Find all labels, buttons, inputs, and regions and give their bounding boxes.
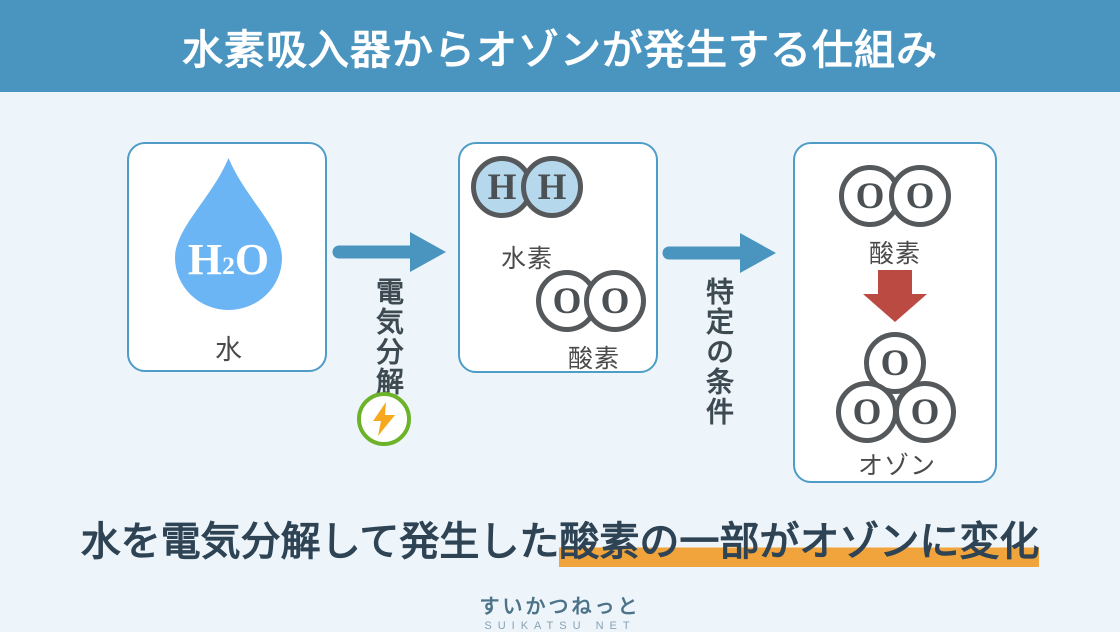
water-label: 水 — [215, 335, 243, 365]
condition-label: 特定の条件 — [703, 277, 734, 427]
transform-arrow-down-icon — [863, 270, 927, 322]
formula-sub: 2 — [222, 251, 235, 281]
oxygen-atom: O — [889, 165, 951, 227]
gas-box: H H 水素 O O 酸素 — [458, 142, 658, 373]
caption-normal-text: 水を電気分解して発生した — [80, 520, 560, 564]
oxygen-atom: O — [894, 381, 956, 443]
flow-arrow-right-icon — [662, 233, 776, 273]
water-droplet-icon — [175, 158, 282, 310]
header-banner: 水素吸入器からオゾンが発生する仕組み — [0, 0, 1120, 92]
ozone-box: O O 酸素 O O O オゾン — [793, 142, 997, 483]
hydrogen-atom: H — [521, 156, 583, 218]
site-name: すいかつねっと — [479, 596, 641, 618]
caption-highlighted-text: 酸素の一部がオゾンに変化 — [559, 520, 1040, 567]
hydrogen-label: 水素 — [500, 245, 553, 273]
lightning-icon — [357, 392, 411, 446]
site-footer: すいかつねっと SUIKATSU NET — [0, 590, 1120, 632]
ozone-molecule: O O O — [836, 332, 956, 443]
oxygen-label: 酸素 — [868, 240, 921, 268]
oxygen-molecule: O O — [536, 270, 646, 332]
flow-arrow-right-icon — [332, 232, 446, 272]
electrolysis-label: 電気分解 — [373, 277, 404, 397]
formula-tail: O — [234, 234, 270, 284]
summary-caption: 水を電気分解して発生した酸素の一部がオゾンに変化 — [0, 516, 1120, 568]
ozone-label: オゾン — [857, 452, 936, 480]
hydrogen-molecule: H H — [471, 156, 583, 218]
site-name-en: SUIKATSU NET — [484, 620, 636, 632]
oxygen-label: 酸素 — [567, 345, 620, 373]
oxygen-atom: O — [584, 270, 646, 332]
oxygen-molecule: O O — [839, 165, 951, 227]
page-title: 水素吸入器からオゾンが発生する仕組み — [182, 27, 938, 73]
oxygen-atom: O — [836, 381, 898, 443]
formula-main: H — [187, 234, 223, 284]
